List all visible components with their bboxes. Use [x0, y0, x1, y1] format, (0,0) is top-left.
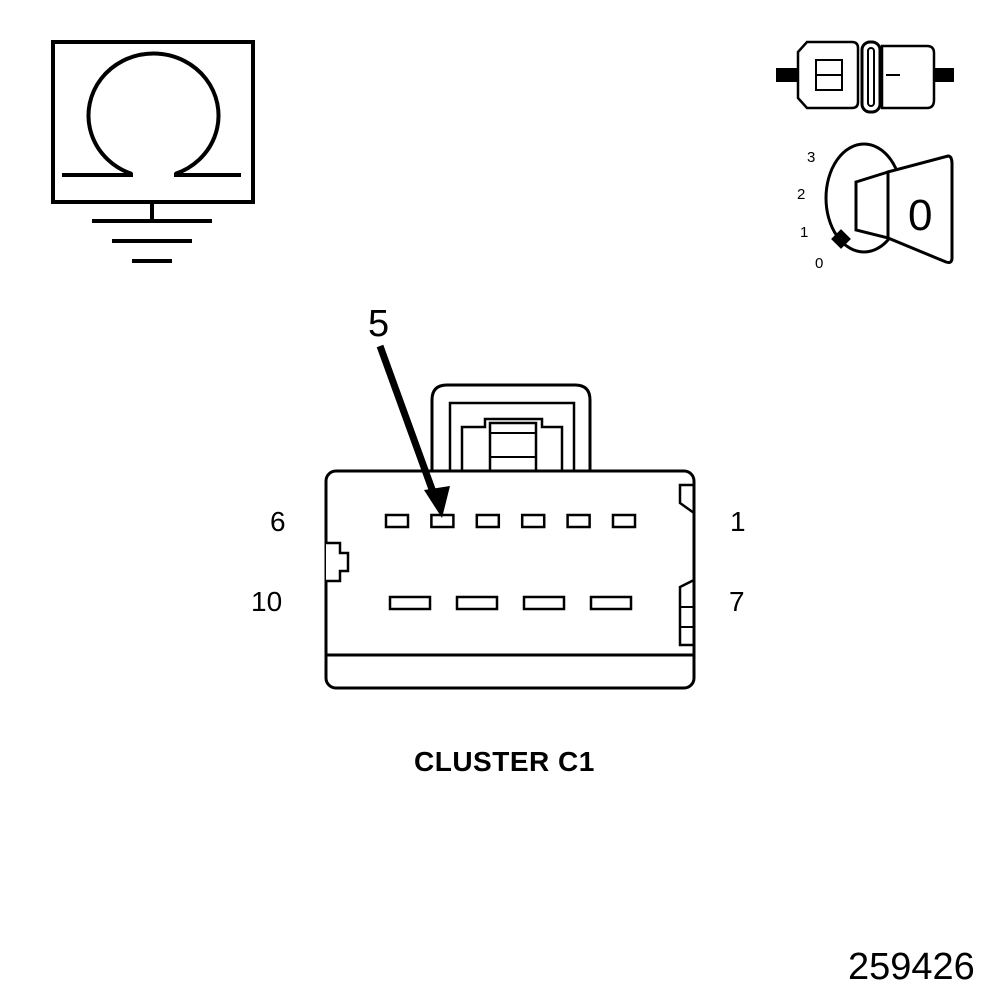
ignition-switch-icon: 0: [824, 142, 954, 264]
callout-pin-number: 5: [368, 303, 390, 345]
pin-cavity: [455, 595, 499, 611]
figure-number: 259426: [848, 946, 975, 988]
pin-label-top-left: 6: [270, 506, 286, 537]
callout-arrow-icon: [376, 344, 450, 518]
pin-cavity: [566, 513, 591, 529]
ignition-position-3: 3: [807, 149, 816, 166]
pin-label-bottom-right: 7: [729, 586, 745, 617]
ignition-position-0: 0: [815, 255, 824, 272]
connector-caption: CLUSTER C1: [414, 746, 595, 777]
pin-cavity: [611, 513, 637, 529]
pin-label-top-right: 1: [730, 506, 746, 537]
pin-cavity: [520, 513, 546, 529]
disconnected-connector-icon: [776, 40, 954, 114]
ohmmeter-ground-icon: [51, 40, 255, 263]
pin-cavity: [475, 513, 501, 529]
pin-cavity: [384, 513, 410, 529]
pin-row-top: [384, 513, 637, 529]
ignition-position-2: 2: [797, 186, 806, 203]
pin-row-bottom: [388, 595, 633, 611]
pin-cavity: [589, 595, 633, 611]
svg-text:0: 0: [908, 191, 932, 240]
pin-label-bottom-left: 10: [251, 586, 283, 617]
ignition-position-1: 1: [800, 224, 809, 241]
connector-face: [324, 383, 696, 690]
pin-cavity: [388, 595, 432, 611]
pin-cavity: [522, 595, 566, 611]
